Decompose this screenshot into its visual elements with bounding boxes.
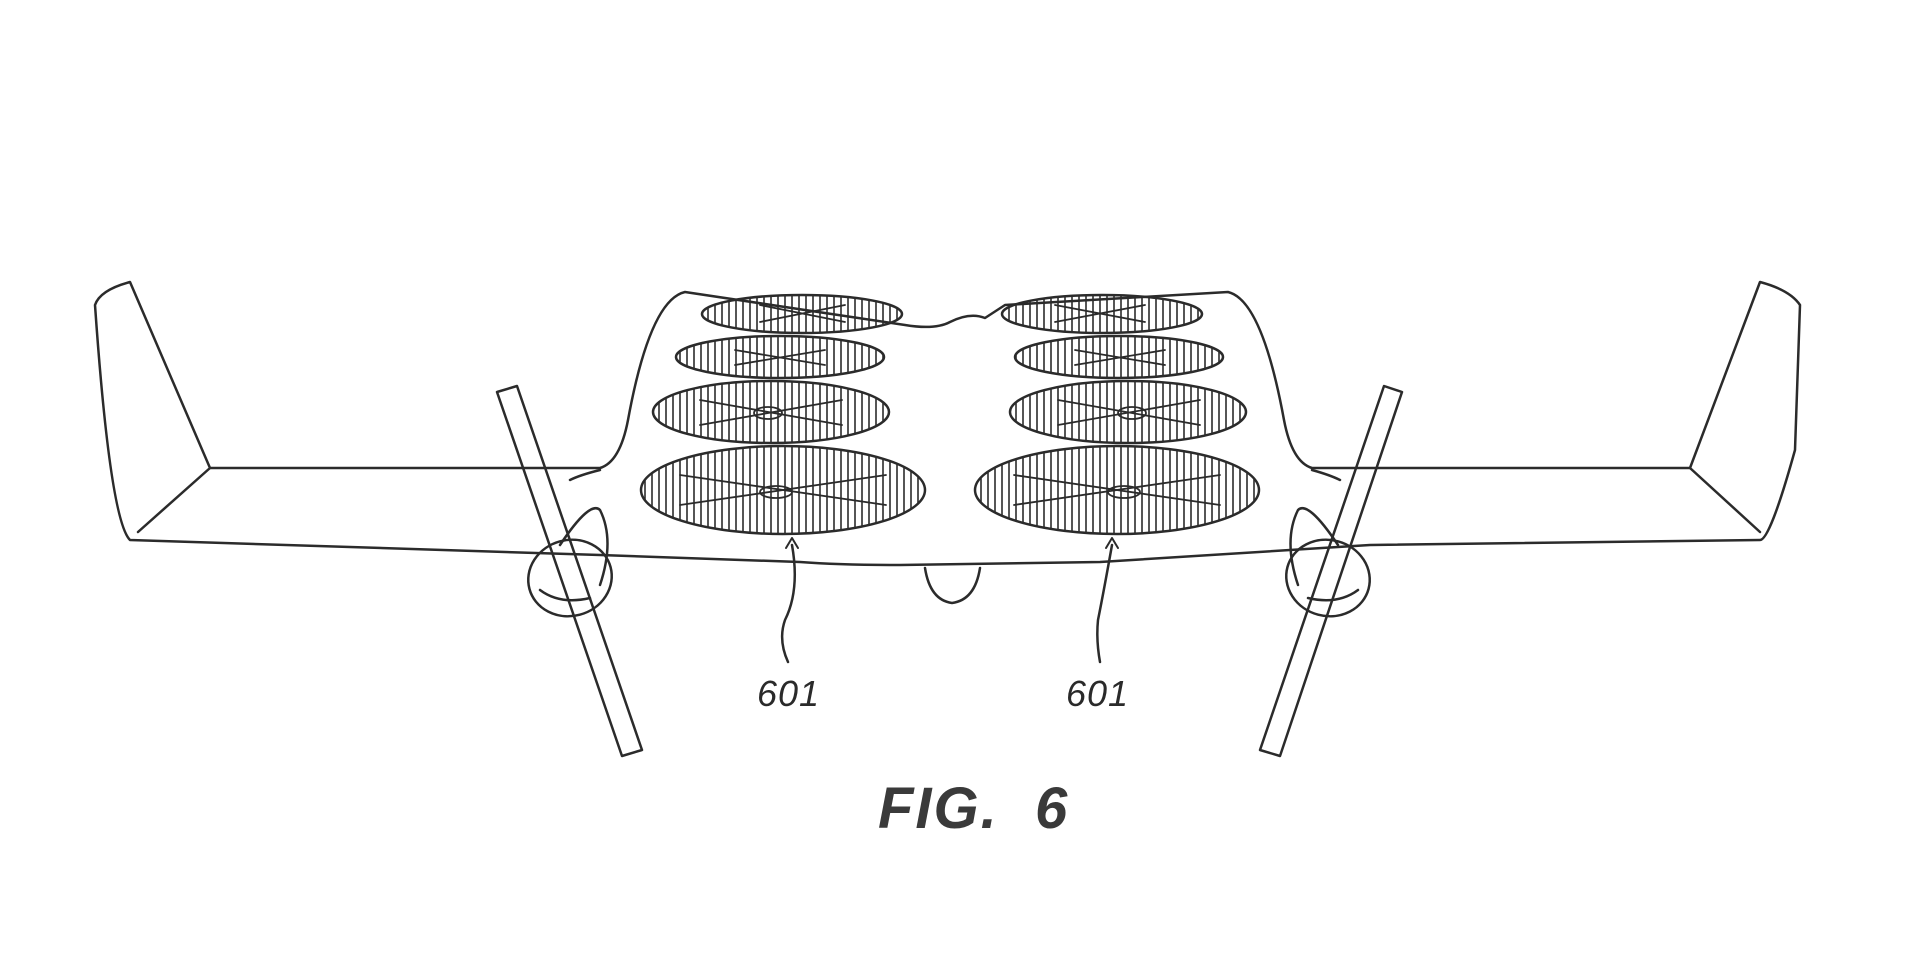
figure-caption: FIG. 6 [878,776,1070,841]
wing-outline [93,280,1802,567]
reference-numeral-right: 601 [1066,673,1130,714]
right-wingtip-fold [1310,466,1762,534]
reference-numeral-left: 601 [757,673,821,714]
left-propeller-blade [495,384,644,758]
right-leader-line [1096,543,1114,664]
right-nacelle-fairing [1289,507,1340,587]
left-leader-line [780,543,797,664]
left-nacelle [527,538,613,618]
left-wingtip-fold [136,466,602,534]
left-nacelle-fairing [558,507,609,587]
ventral-fairing [923,566,982,605]
right-nacelle [1285,538,1371,618]
right-propeller-blade [1258,384,1404,758]
left-lift-fans [639,293,927,536]
